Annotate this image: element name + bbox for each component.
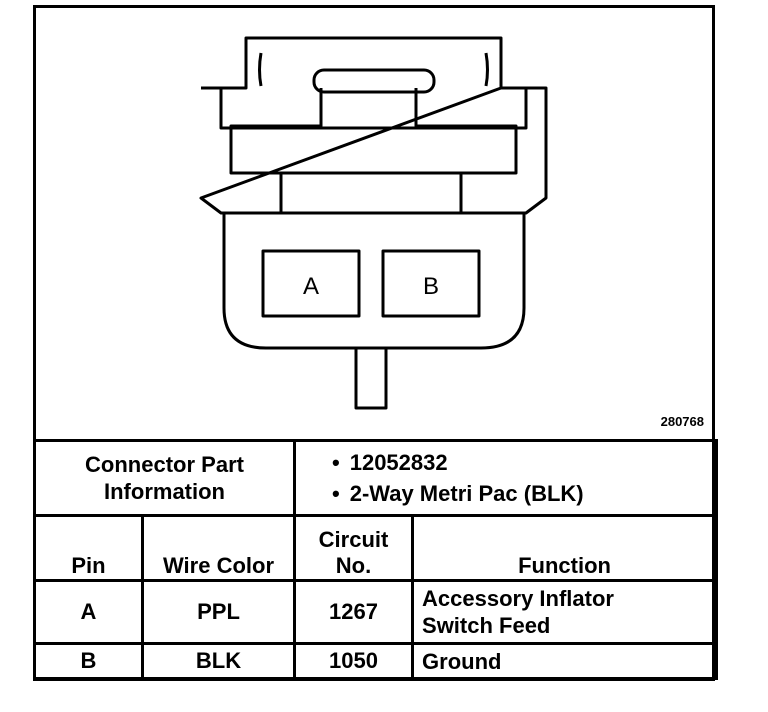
table-header-row: Pin Wire Color Circuit No. Function (33, 514, 719, 582)
latch-slot (312, 68, 436, 94)
circuit-cell: 1050 (293, 642, 415, 680)
pin-label-a: A (303, 273, 319, 300)
header-function: Function (411, 514, 719, 582)
function-cell: Ground (411, 642, 719, 680)
pin-cell: B (33, 642, 144, 680)
table-row: B BLK 1050 Ground (33, 642, 719, 680)
table-row: A PPL 1267 Accessory Inflator Switch Fee… (33, 579, 719, 645)
locking-tab (219, 36, 528, 130)
connector-info-table: Connector Part Information 12052832 2-Wa… (32, 439, 719, 680)
pin-cavity-a (261, 249, 361, 318)
part-description: 2-Way Metri Pac (BLK) (332, 478, 707, 509)
pin-cell: A (33, 579, 144, 645)
figure-id: 280768 (660, 414, 704, 429)
connector-diagram: A B (199, 36, 548, 410)
circuit-cell: 1267 (293, 579, 415, 645)
connector-housing-upper (199, 86, 548, 215)
wire-color-cell: PPL (140, 579, 297, 645)
part-info-values: 12052832 2-Way Metri Pac (BLK) (293, 439, 719, 517)
part-info-row: Connector Part Information 12052832 2-Wa… (32, 439, 719, 517)
part-info-label: Connector Part Information (32, 439, 297, 517)
connector-stem (354, 346, 388, 410)
header-circuit: Circuit No. (293, 514, 415, 582)
wire-color-cell: BLK (140, 642, 297, 680)
pin-label-b: B (423, 273, 439, 300)
function-cell: Accessory Inflator Switch Feed (411, 579, 719, 645)
part-number: 12052832 (332, 447, 707, 478)
pin-cavity-b (381, 249, 481, 318)
header-pin: Pin (33, 514, 144, 582)
header-wire-color: Wire Color (140, 514, 297, 582)
connector-figure-frame: A B 280768 Connector Part Information 12… (32, 5, 719, 681)
